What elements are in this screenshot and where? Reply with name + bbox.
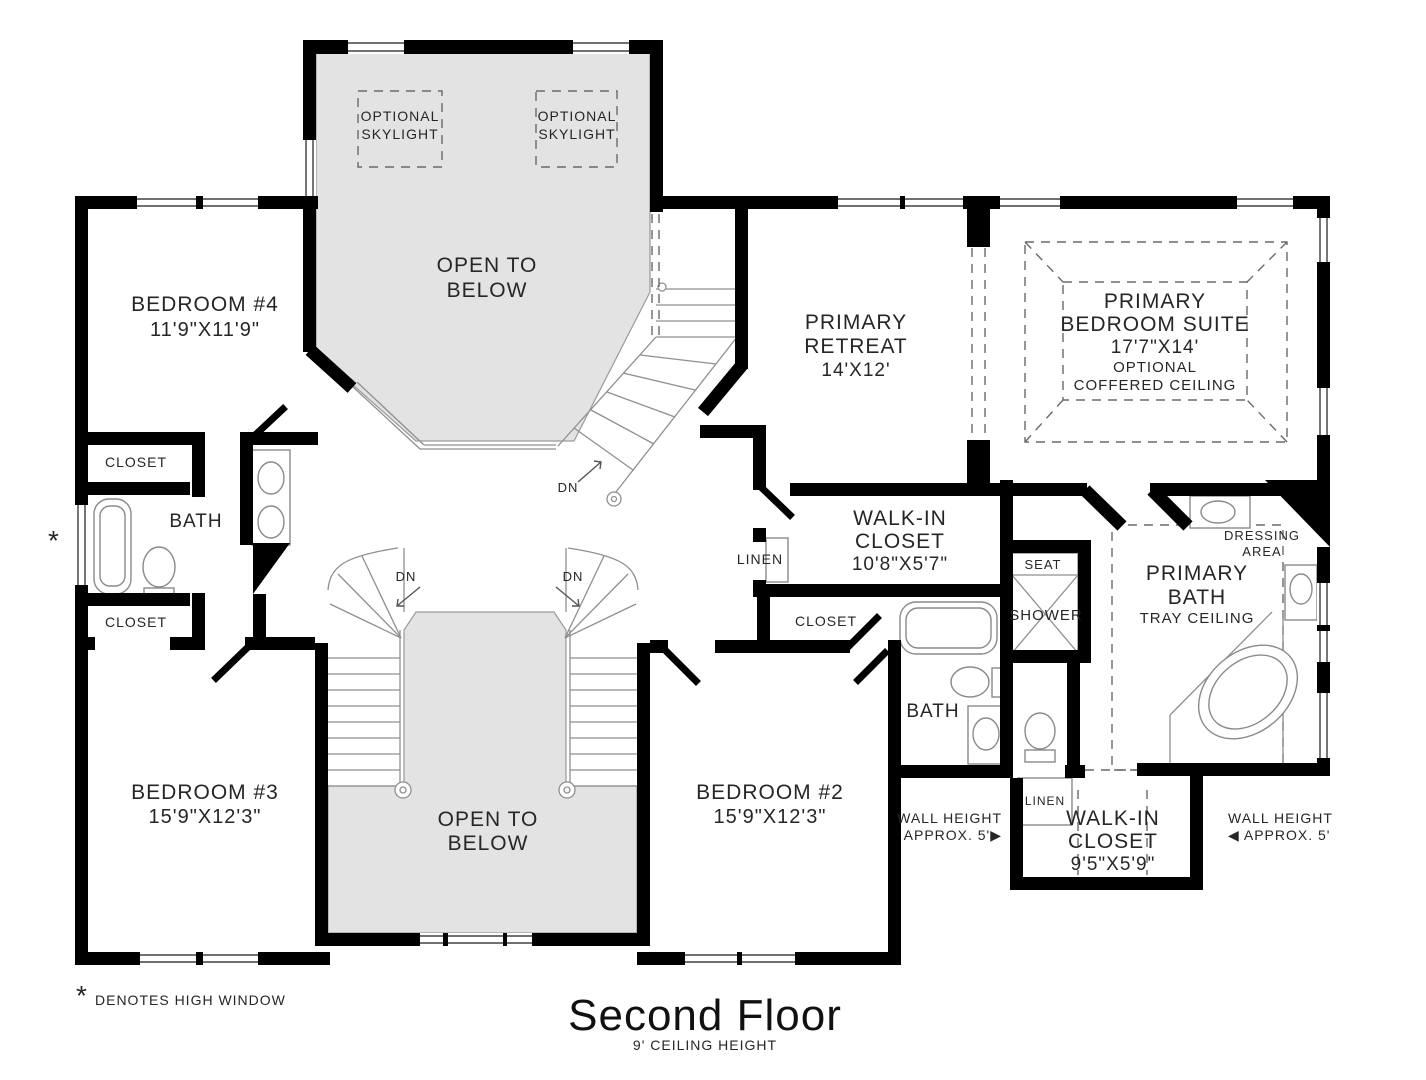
bedroom4-label: BEDROOM #4 (131, 293, 279, 316)
closet-tl-label: CLOSET (105, 454, 167, 470)
dn-left-stair: DN (396, 569, 417, 584)
wall-height-right-label-1: WALL HEIGHT (1228, 810, 1333, 826)
coffered-ceiling-outline (1024, 241, 1288, 443)
windows (75, 40, 1330, 965)
bath2-door (853, 648, 890, 685)
walkin2-dims: 9'5"X5'9" (1071, 854, 1156, 875)
bath2-vanity (967, 705, 1006, 765)
bath2-toilet (950, 666, 1005, 698)
hall-toilet (142, 546, 176, 602)
primary-retreat-dims: 14'X12' (821, 360, 890, 381)
suite-hall-door (759, 485, 795, 520)
stair-rail-dashed (651, 214, 660, 337)
open-to-below-areas (315, 52, 651, 934)
plan-subtitle: 9' CEILING HEIGHT (633, 1037, 777, 1053)
primary-retreat-label-1: PRIMARY (805, 311, 907, 334)
dressing-area-label-1: DRESSING (1224, 528, 1300, 543)
open-below-lower-label-1: OPEN TO (438, 808, 539, 831)
primary-suite-label-2: BEDROOM SUITE (1060, 313, 1249, 336)
optional-skylight-2-outline (535, 90, 618, 168)
walkin2-label-2: CLOSET (1068, 830, 1158, 853)
wall-height-right-label-2: ◀ APPROX. 5' (1228, 827, 1330, 843)
walkin1-label-2: CLOSET (855, 530, 945, 553)
fixtures (93, 449, 1318, 826)
skylight2-label-1: OPTIONAL (538, 108, 617, 124)
closet-door (845, 613, 882, 650)
primary-suite-note-1: OPTIONAL (1113, 359, 1197, 376)
bay-windows-lines (351, 381, 556, 450)
primary-retreat-label-2: RETREAT (804, 335, 907, 358)
window-strips (75, 40, 1330, 965)
skylight1-label-1: OPTIONAL (361, 108, 440, 124)
closet-mid-label: CLOSET (795, 613, 857, 629)
skylight1-label-2: SKYLIGHT (361, 126, 438, 142)
hall-bath-label: BATH (169, 511, 222, 532)
bedroom2-dims: 15'9"X12'3" (714, 806, 827, 828)
skylight2-label-2: SKYLIGHT (538, 126, 615, 142)
hall-double-vanity (251, 449, 291, 546)
high-window-asterisk: * (48, 525, 60, 556)
walkin1-dims: 10'8"X5'7" (852, 554, 948, 575)
primary-suite-label-1: PRIMARY (1104, 290, 1206, 313)
bedroom3-dims: 15'9"X12'3" (149, 806, 262, 828)
shower-label: SHOWER (1009, 607, 1083, 624)
dressing-area-label-2: AREA (1242, 544, 1281, 559)
bedroom4-door (247, 404, 288, 443)
dn-right-stair: DN (563, 569, 584, 584)
linen1-label: LINEN (737, 551, 783, 567)
footnote-text: DENOTES HIGH WINDOW (95, 992, 286, 1008)
retreat-suite-opening (971, 248, 986, 440)
plan-title: Second Floor (568, 991, 842, 1040)
stair-direction-arrows (396, 460, 602, 607)
bedroom2-door (663, 648, 701, 686)
wall-height-left-label-1: WALL HEIGHT (897, 810, 1002, 826)
linen1-shelving (765, 537, 789, 583)
water-closet-toilet (1024, 712, 1056, 763)
open-below-upper-label-2: BELOW (447, 279, 528, 302)
corner-soaking-tub (1169, 611, 1299, 763)
bath2-label: BATH (906, 701, 959, 722)
doors (211, 404, 890, 686)
walkin2-label-1: WALK-IN (1066, 807, 1160, 830)
primary-suite-note-2: COFFERED CEILING (1074, 377, 1237, 394)
closet-bl-label: CLOSET (105, 614, 167, 630)
labels: BEDROOM #4 11'9"X11'9" OPTIONAL SKYLIGHT… (48, 108, 1333, 1053)
primary-bath-label-1: PRIMARY (1146, 562, 1248, 585)
wall-height-left-label-2: APPROX. 5'▶ (904, 827, 1002, 843)
dressing-vanity (1189, 495, 1251, 529)
primary-bath-vanity (1284, 564, 1318, 621)
bedroom2-label: BEDROOM #2 (696, 781, 844, 804)
walkin1-label-1: WALK-IN (853, 507, 947, 530)
footnote-asterisk: * (76, 980, 88, 1011)
primary-bath-label-2: BATH (1168, 586, 1226, 609)
seat-label: SEAT (1025, 557, 1062, 572)
open-below-upper-label-1: OPEN TO (437, 254, 538, 277)
primary-bath-note: TRAY CEILING (1140, 610, 1255, 627)
walkin2-low-wall-dashed (1077, 769, 1148, 875)
bath2-tub (899, 601, 998, 655)
bedroom4-dims: 11'9"X11'9" (150, 319, 260, 341)
bedroom3-label: BEDROOM #3 (131, 781, 279, 804)
hall-bathtub (93, 498, 132, 595)
primary-suite-dims: 17'7"X14' (1111, 337, 1200, 358)
back-staircase (557, 282, 738, 507)
double-staircase (327, 547, 639, 799)
open-to-below-lower-area (327, 611, 638, 934)
open-below-lower-label-2: BELOW (448, 832, 529, 855)
dn-back-stair: DN (558, 480, 579, 495)
linen2-label: LINEN (1025, 794, 1065, 808)
bedroom3-door (211, 645, 250, 683)
